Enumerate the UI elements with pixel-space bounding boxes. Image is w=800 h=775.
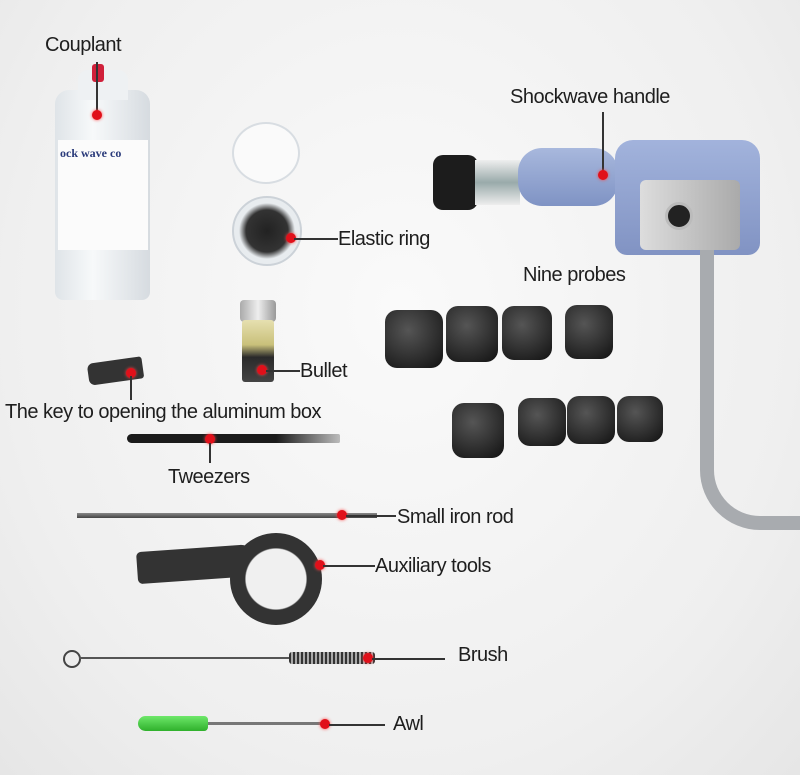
key-marker [126, 368, 136, 378]
elastic-ring-marker [286, 233, 296, 243]
awl-label: Awl [393, 713, 424, 735]
small-iron-rod-leader-line [346, 515, 396, 517]
bullet-vial-cap [240, 300, 276, 322]
awl-shaft [208, 722, 323, 725]
auxiliary-tools-marker [315, 560, 325, 570]
tweezers-leader-line [209, 443, 211, 463]
elastic-ring-leader-line [294, 238, 338, 240]
tweezers-label: Tweezers [168, 466, 250, 488]
small-iron-rod [77, 513, 377, 518]
key-label: The key to opening the aluminum box [5, 401, 322, 423]
shockwave-handle-marker [598, 170, 608, 180]
probe [565, 305, 613, 359]
brush-wire [79, 657, 289, 659]
auxiliary-tools-leader-line [323, 565, 375, 567]
handle-metal [475, 160, 520, 205]
awl-leader-line [329, 724, 385, 726]
ring-lid [232, 122, 300, 184]
key-leader-line [130, 376, 132, 400]
shockwave-handle-leader-line [602, 112, 604, 172]
elastic-ring-label: Elastic ring [338, 228, 430, 250]
ring-container [232, 196, 302, 266]
bottle-tip [92, 64, 104, 82]
bullet-marker [257, 365, 267, 375]
handle-cable [700, 250, 800, 530]
shockwave-handle-label: Shockwave handle [510, 86, 670, 108]
brush-leader-line [372, 658, 445, 660]
couplant-label: Couplant [45, 34, 122, 56]
probe [567, 396, 615, 444]
probe [446, 306, 498, 362]
brush-loop [63, 650, 81, 668]
handle-button [665, 202, 693, 230]
small-iron-rod-marker [337, 510, 347, 520]
tweezers-marker [205, 434, 215, 444]
probe [518, 398, 566, 446]
probe [452, 403, 504, 458]
brush-bristles [289, 652, 375, 664]
nine-probes-label: Nine probes [523, 264, 626, 286]
tweezers [127, 434, 340, 443]
bullet-leader-line [266, 370, 300, 372]
probe [385, 310, 443, 368]
auxiliary-tools-label: Auxiliary tools [375, 555, 491, 577]
awl-marker [320, 719, 330, 729]
couplant-leader-line [96, 62, 98, 114]
awl-handle [138, 716, 208, 731]
probe [502, 306, 552, 360]
wrench-head [230, 533, 322, 625]
brush-label: Brush [458, 644, 508, 666]
bottle-label: ock wave co [58, 140, 148, 250]
probe [617, 396, 663, 442]
couplant-marker [92, 110, 102, 120]
small-iron-rod-label: Small iron rod [397, 506, 514, 528]
handle-cap [433, 155, 478, 210]
brush-marker [363, 653, 373, 663]
bullet-label: Bullet [300, 360, 348, 382]
